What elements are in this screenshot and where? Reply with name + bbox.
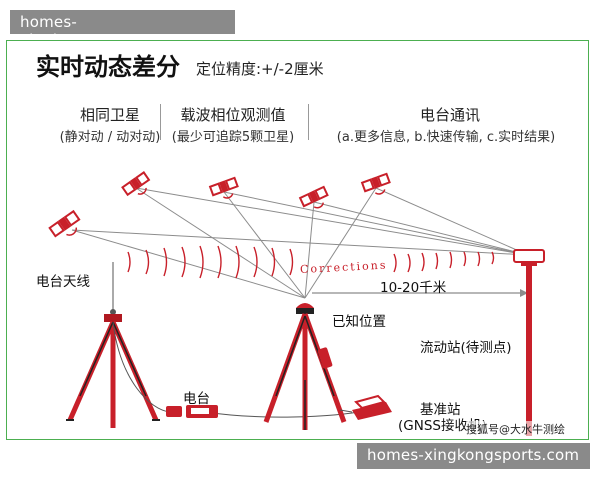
- corrections-label: Corrections: [300, 259, 388, 277]
- col2-detail: (最少可追踪5颗卫星): [171, 130, 295, 145]
- rover-label: 流动站(待测点): [420, 340, 512, 356]
- diagram-title: 实时动态差分: [36, 53, 180, 81]
- accuracy-subtitle: 定位精度:+/-2厘米: [196, 60, 324, 78]
- diagram-frame: [6, 40, 589, 440]
- known-position-label: 已知位置: [332, 314, 386, 330]
- col2-heading: 载波相位观测值: [180, 106, 286, 124]
- col3-detail: (a.更多信息, b.快速传输, c.实时结果): [336, 130, 556, 145]
- credit-label: 搜狐号@大水牛测绘: [466, 421, 565, 437]
- satellite-icon: [121, 171, 151, 197]
- base-station-label: 基准站: [420, 402, 461, 418]
- radio-unit-icon: [166, 405, 218, 418]
- col1-heading: 相同卫星: [79, 106, 140, 124]
- watermark-bottom: homes-xingkongsports.com: [357, 443, 590, 469]
- satellite-icon: [298, 185, 329, 209]
- radio-antenna-tripod: [66, 262, 160, 428]
- col1-detail: (静对动 / 动对动): [59, 130, 161, 145]
- radio-wave-arcs: [127, 245, 495, 279]
- satellite-icon: [208, 176, 239, 199]
- base-station-tripod: [263, 303, 347, 430]
- rover-pole: [513, 249, 545, 436]
- column-divider-1: [160, 104, 161, 140]
- satellite-icon: [48, 209, 81, 238]
- radio-antenna-label: 电台天线: [36, 274, 90, 290]
- col3-heading: 电台通讯: [419, 106, 480, 124]
- column-divider-2: [308, 104, 309, 140]
- gnss-receiver-icon: [339, 394, 392, 420]
- distance-label: 10-20千米: [380, 280, 447, 296]
- distance-arrow: [312, 289, 528, 297]
- radio-label: 电台: [183, 391, 210, 407]
- satellite-icon: [360, 172, 391, 195]
- satellite-signal-lines: [71, 187, 529, 299]
- gnss-receiver-label: (GNSS接收机): [398, 418, 487, 434]
- antenna-cable: [112, 321, 171, 413]
